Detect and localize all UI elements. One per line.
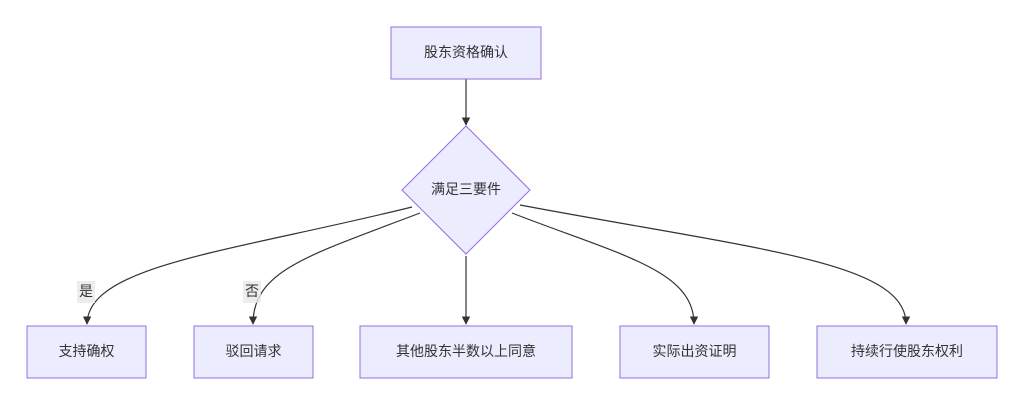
edge-decision-to-exercise [519,204,911,325]
node-consent-label: 其他股东半数以上同意 [396,343,536,360]
edge-decision-to-support [82,206,413,325]
node-consent: 其他股东半数以上同意 [359,325,573,379]
node-decision: 满足三要件 [401,125,531,255]
edge-decision-to-reject [248,212,421,325]
node-reject: 驳回请求 [193,325,314,379]
node-proof-label: 实际出资证明 [653,344,737,360]
edge-decision-to-proof [511,212,699,325]
node-start-label: 股东资格确认 [424,45,508,61]
node-start: 股东资格确认 [390,26,542,80]
node-support-label: 支持确权 [59,344,115,360]
edge-label-no-text: 否 [245,284,259,300]
edge-label-yes-text: 是 [79,284,93,300]
node-support: 支持确权 [26,325,147,379]
node-proof: 实际出资证明 [619,325,770,379]
node-reject-label: 驳回请求 [226,344,282,360]
node-decision-label: 满足三要件 [431,182,501,198]
edge-label-yes: 是 [77,281,95,303]
node-exercise: 持续行使股东权利 [816,325,998,379]
node-exercise-label: 持续行使股东权利 [851,343,963,360]
edge-label-no: 否 [243,281,261,303]
